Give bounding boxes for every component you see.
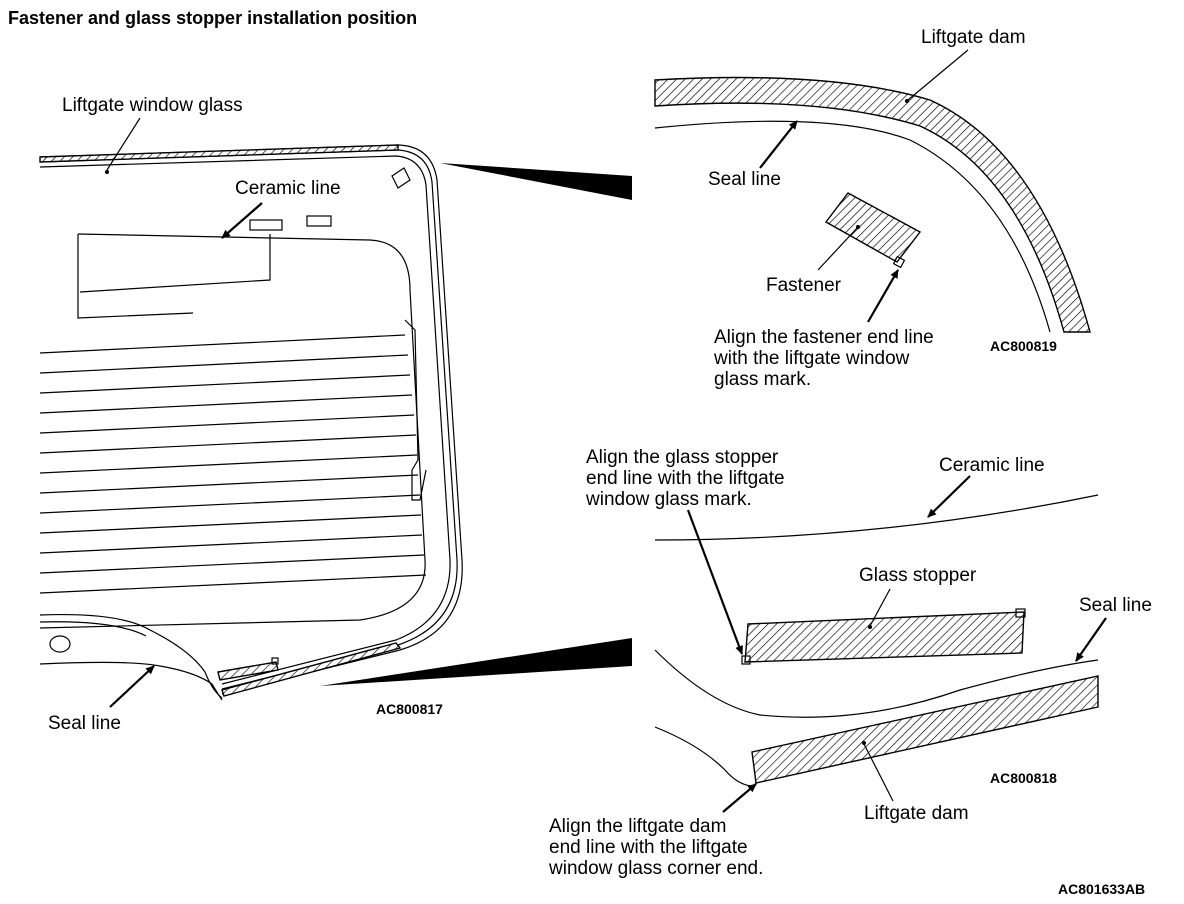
label-liftgate-window-glass: Liftgate window glass [62, 95, 243, 116]
align-fastener-note-line-1: Align the fastener end line [714, 327, 934, 348]
fastener [824, 192, 922, 263]
leader-dot-dam-top [905, 99, 909, 103]
leader-dot-stopper [868, 625, 872, 629]
label-liftgate-dam-top: Liftgate dam [921, 27, 1026, 48]
figure-code: AC801633AB [1058, 881, 1145, 897]
fastener-detail-view: Liftgate dam Seal line Fastener Align th… [654, 27, 1091, 390]
top-seal-strip [39, 144, 399, 163]
align-fastener-note-line-2: with the liftgate window [713, 348, 910, 369]
ceramic-line-left [39, 233, 426, 629]
leader-glass-stopper [869, 588, 891, 627]
callout-wedge-top [440, 163, 632, 200]
leader-dot-glass [105, 170, 109, 174]
code-left-view: AC800817 [376, 701, 443, 717]
label-seal-line-bottom: Seal line [1079, 595, 1152, 616]
ceramic-inner-box [77, 234, 194, 319]
glass-bottom-inner [39, 621, 147, 637]
liftgate-dam-top [654, 76, 1091, 333]
leader-liftgate-window-glass [106, 117, 141, 171]
label-ceramic-line-bottom: Ceramic line [939, 455, 1045, 476]
glass-stopper [744, 611, 1025, 663]
liftgate-glass-view: Liftgate window glass Ceramic line Seal … [39, 95, 632, 734]
glass-ceramic-band [39, 155, 451, 685]
stopper-mark-right [1015, 608, 1026, 618]
leader-liftgate-dam-top [907, 49, 969, 101]
align-dam-note-line-2: end line with the liftgate [549, 837, 748, 858]
leader-dot-dam-bottom [862, 741, 866, 745]
liftgate-dam-bottom [751, 675, 1099, 784]
label-glass-stopper: Glass stopper [859, 565, 977, 586]
label-ceramic-line: Ceramic line [235, 178, 341, 199]
mark-rect-2 [306, 215, 332, 227]
leader-liftgate-dam-bottom [863, 743, 894, 802]
fastener-mark [892, 255, 906, 269]
glass-stopper-small [217, 661, 279, 681]
ceramic-line-bottom [654, 494, 1099, 541]
callout-wedge-bottom [320, 638, 632, 686]
stopper-mark-left [741, 655, 751, 665]
arrow-seal-line-bottom [1075, 617, 1107, 662]
defroster-lines [39, 334, 427, 594]
wiper-hole [49, 635, 71, 653]
align-dam-note-line-1: Align the liftgate dam [549, 816, 726, 837]
mark-rect-1 [249, 219, 283, 231]
seal-line-bottom [654, 649, 1099, 718]
diagram-title: Fastener and glass stopper installation … [8, 8, 417, 28]
fastener-small [391, 167, 411, 189]
align-fastener-note-line-3: glass mark. [714, 369, 811, 390]
bus-bar [404, 319, 427, 501]
glass-corner-edge [654, 726, 753, 787]
arrow-align-stopper [686, 509, 744, 655]
arrow-seal-line-left [109, 665, 155, 708]
arrow-align-fastener [867, 269, 899, 323]
align-stopper-note-line-2: end line with the liftgate [586, 468, 785, 489]
glass-stopper-detail-view: Align the glass stopper end line with th… [548, 447, 1152, 879]
leader-dot-fastener [856, 225, 860, 229]
code-top-right-view: AC800819 [990, 338, 1057, 354]
glass-outer-edge [39, 144, 463, 695]
code-bottom-right-view: AC800818 [990, 770, 1057, 786]
dam-strip-small [221, 642, 402, 697]
label-seal-line-left: Seal line [48, 713, 121, 734]
arrow-ceramic-line [221, 202, 263, 239]
ceramic-inner-line-1 [79, 234, 271, 293]
glass-outer-edge-inner [39, 149, 458, 690]
align-stopper-note-line-1: Align the glass stopper [586, 447, 779, 468]
seal-line-top [654, 120, 1051, 333]
seal-line-left [39, 661, 223, 701]
label-liftgate-dam-bottom: Liftgate dam [864, 803, 969, 824]
label-fastener: Fastener [766, 275, 842, 296]
align-stopper-note-line-3: window glass mark. [585, 489, 752, 510]
stopper-mark-small [271, 657, 279, 665]
arrow-seal-line-top [759, 120, 798, 169]
arrow-align-dam [722, 783, 757, 813]
arrow-ceramic-line-bottom [927, 475, 971, 518]
label-seal-line-top: Seal line [708, 169, 781, 190]
leader-fastener [817, 226, 859, 271]
align-dam-note-line-3: window glass corner end. [548, 858, 763, 879]
glass-bottom-edge [39, 614, 223, 699]
